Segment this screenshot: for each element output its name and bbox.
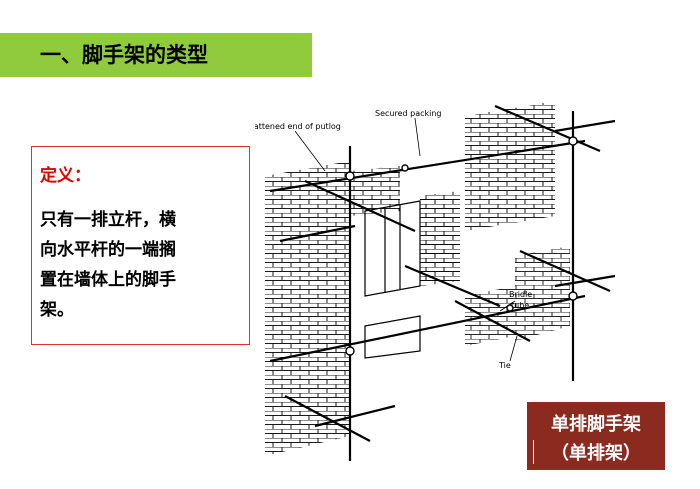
caption-line-1: 单排脚手架 (551, 414, 641, 435)
caption-box: 单排脚手架 （单排架） (527, 402, 665, 470)
definition-box: 定义： 只有一排立杆，横 向水平杆的一端搁 置在墙体上的脚手 架。 (31, 146, 250, 345)
definition-line: 置在墙体上的脚手 (40, 270, 176, 290)
definition-label: 定义： (40, 166, 91, 186)
page-title: 一、脚手架的类型 (40, 43, 208, 67)
definition-line: 向水平杆的一端搁 (40, 240, 176, 260)
definition-text: 只有一排立杆，横 向水平杆的一端搁 置在墙体上的脚手 架。 (40, 205, 240, 325)
window-opening (364, 200, 421, 359)
label-flattened-end: Flattened end of putlog (255, 122, 341, 131)
definition-line: 架。 (40, 300, 74, 320)
label-secured-packing: Secured packing (375, 109, 442, 118)
scaffold-illustration: Flattened end of putlog Secured packing … (255, 101, 616, 461)
brick-wall (265, 101, 570, 456)
scaffold-tubes (269, 104, 616, 461)
label-tube: tube (511, 301, 529, 310)
caption-divider (533, 440, 534, 464)
title-bar: 一、脚手架的类型 (0, 33, 312, 77)
definition-line: 只有一排立杆，横 (40, 210, 176, 230)
caption-line-2: （单排架） (551, 443, 641, 464)
diagram-annotations (294, 117, 518, 362)
label-tie: Tie (498, 361, 511, 370)
label-bridle: Bridle (509, 290, 532, 299)
couplers (345, 136, 578, 356)
